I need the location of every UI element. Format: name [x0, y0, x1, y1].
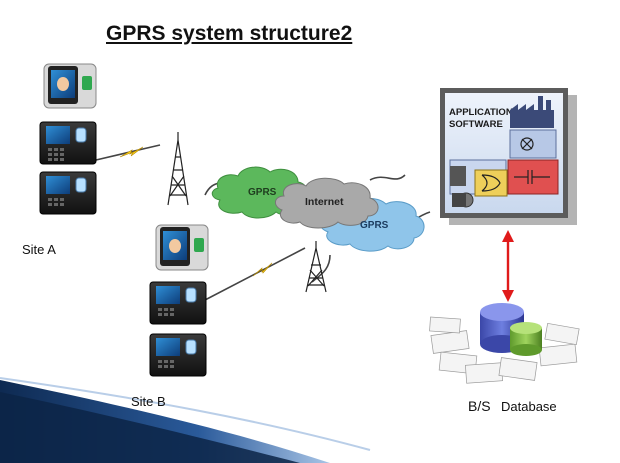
connection-arrow — [502, 230, 514, 302]
database-label: Database — [501, 399, 557, 414]
internet-cloud — [275, 177, 379, 229]
gprs-tower-icon — [167, 132, 189, 206]
capacitor-icon — [514, 170, 550, 184]
app-title-line1: APPLICATION — [449, 107, 513, 118]
gprs-tower-icon-2 — [305, 241, 327, 293]
valve-icon — [520, 137, 534, 151]
gprs-cloud-left-label: GPRS — [248, 187, 277, 198]
application-software-panel: APPLICATION SOFTWARE — [440, 88, 577, 225]
wireless-signal-icon — [119, 146, 273, 277]
rfid-terminal-icon — [39, 171, 97, 215]
fingerprint-terminal-icon — [39, 121, 97, 165]
gprs-cloud-right-label: GPRS — [360, 220, 389, 231]
fingerprint-terminal-icon-b — [149, 281, 207, 325]
site-b-label: Site B — [131, 394, 166, 409]
face-terminal-icon-b — [155, 224, 209, 271]
rfid-terminal-icon-b — [149, 333, 207, 377]
database-icon — [429, 303, 580, 384]
bs-label: B/S — [468, 398, 491, 414]
internet-cloud-label: Internet — [305, 196, 344, 208]
site-a-label: Site A — [22, 242, 56, 257]
logic-gate-icon — [481, 174, 501, 192]
page-title: GPRS system structure2 — [106, 22, 353, 45]
face-terminal-icon — [43, 63, 97, 109]
motor-icon — [450, 166, 474, 208]
decorative-swoosh — [0, 377, 371, 463]
factory-icon — [510, 96, 554, 128]
app-title-line2: SOFTWARE — [449, 119, 503, 130]
